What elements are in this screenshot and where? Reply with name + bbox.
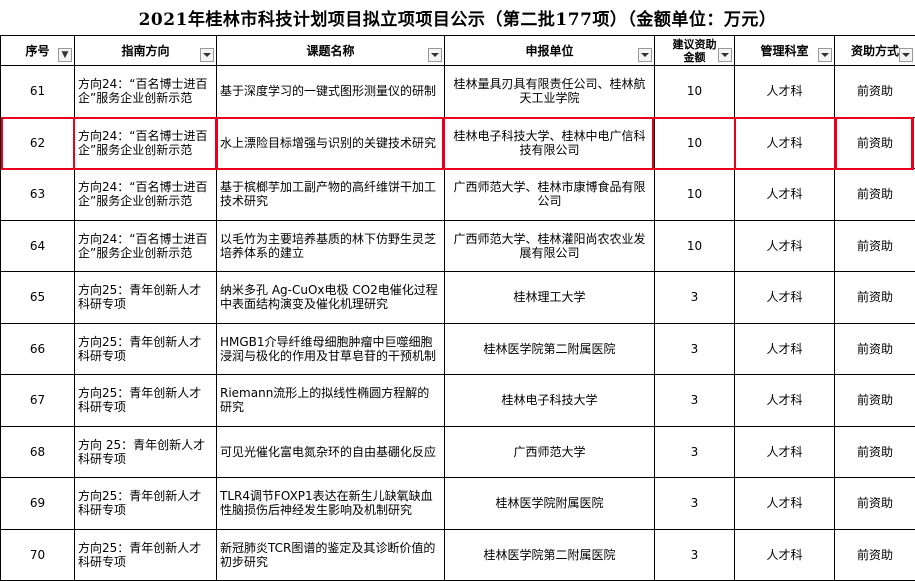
dropdown-arrow-icon[interactable] xyxy=(818,48,832,62)
cell-seq[interactable]: 69 xyxy=(1,478,75,530)
filter-funnel-icon[interactable]: ▼ xyxy=(58,48,72,62)
cell-dept[interactable]: 人才科 xyxy=(735,478,835,530)
cell-amount[interactable]: 10 xyxy=(655,66,735,118)
cell-direction[interactable]: 方向25：青年创新人才科研专项 xyxy=(75,323,217,375)
cell-topic[interactable]: 基于深度学习的一键式图形测量仪的研制 xyxy=(217,66,445,118)
cell-mode[interactable]: 前资助 xyxy=(835,169,915,221)
cell-topic[interactable]: Riemann流形上的拟线性椭圆方程解的研究 xyxy=(217,375,445,427)
dropdown-arrow-icon[interactable] xyxy=(428,48,442,62)
cell-direction[interactable]: 方向25：青年创新人才科研专项 xyxy=(75,375,217,427)
cell-direction[interactable]: 方向25：青年创新人才科研专项 xyxy=(75,529,217,581)
cell-amount[interactable]: 3 xyxy=(655,478,735,530)
header-row: 序号 ▼ 指南方向 课题名称 申报单位 建议资助金额 管理科室 xyxy=(1,36,915,66)
cell-seq[interactable]: 70 xyxy=(1,529,75,581)
cell-topic[interactable]: 纳米多孔 Ag-CuOx电极 CO2电催化过程中表面结构演变及催化机理研究 xyxy=(217,272,445,324)
cell-dept[interactable]: 人才科 xyxy=(735,529,835,581)
cell-direction[interactable]: 方向25：青年创新人才科研专项 xyxy=(75,272,217,324)
cell-topic[interactable]: TLR4调节FOXP1表达在新生儿缺氧缺血性脑损伤后神经发生影响及机制研究 xyxy=(217,478,445,530)
cell-mode[interactable]: 前资助 xyxy=(835,375,915,427)
cell-seq[interactable]: 68 xyxy=(1,426,75,478)
cell-dept[interactable]: 人才科 xyxy=(735,220,835,272)
cell-unit[interactable]: 桂林理工大学 xyxy=(445,272,655,324)
cell-mode[interactable]: 前资助 xyxy=(835,272,915,324)
cell-mode[interactable]: 前资助 xyxy=(835,117,915,169)
cell-seq[interactable]: 65 xyxy=(1,272,75,324)
header-seq: 序号 ▼ xyxy=(1,36,75,66)
cell-topic[interactable]: 新冠肺炎TCR图谱的鉴定及其诊断价值的初步研究 xyxy=(217,529,445,581)
dropdown-arrow-icon[interactable] xyxy=(200,48,214,62)
cell-dept[interactable]: 人才科 xyxy=(735,375,835,427)
cell-direction[interactable]: 方向24：“百名博士进百企”服务企业创新示范 xyxy=(75,117,217,169)
cell-topic[interactable]: 基于槟榔芋加工副产物的高纤维饼干加工技术研究 xyxy=(217,169,445,221)
cell-amount[interactable]: 10 xyxy=(655,117,735,169)
cell-amount[interactable]: 3 xyxy=(655,272,735,324)
cell-amount[interactable]: 3 xyxy=(655,323,735,375)
cell-unit[interactable]: 桂林医学院第二附属医院 xyxy=(445,529,655,581)
cell-unit[interactable]: 广西师范大学 xyxy=(445,426,655,478)
project-table: 序号 ▼ 指南方向 课题名称 申报单位 建议资助金额 管理科室 xyxy=(0,35,915,581)
cell-unit[interactable]: 桂林电子科技大学、桂林中电广信科技有限公司 xyxy=(445,117,655,169)
cell-dept[interactable]: 人才科 xyxy=(735,169,835,221)
header-topic: 课题名称 xyxy=(217,36,445,66)
cell-direction[interactable]: 方向25：青年创新人才科研专项 xyxy=(75,478,217,530)
cell-unit[interactable]: 桂林量具刃具有限责任公司、桂林航天工业学院 xyxy=(445,66,655,118)
cell-mode[interactable]: 前资助 xyxy=(835,478,915,530)
header-direction: 指南方向 xyxy=(75,36,217,66)
cell-dept[interactable]: 人才科 xyxy=(735,66,835,118)
cell-dept[interactable]: 人才科 xyxy=(735,426,835,478)
cell-amount[interactable]: 10 xyxy=(655,220,735,272)
cell-direction[interactable]: 方向24：“百名博士进百企”服务企业创新示范 xyxy=(75,220,217,272)
cell-mode[interactable]: 前资助 xyxy=(835,529,915,581)
cell-dept[interactable]: 人才科 xyxy=(735,272,835,324)
cell-direction[interactable]: 方向24：“百名博士进百企”服务企业创新示范 xyxy=(75,169,217,221)
cell-seq[interactable]: 61 xyxy=(1,66,75,118)
cell-mode[interactable]: 前资助 xyxy=(835,426,915,478)
dropdown-arrow-icon[interactable] xyxy=(718,48,732,62)
cell-direction[interactable]: 方向 25：青年创新人才科研专项 xyxy=(75,426,217,478)
cell-topic[interactable]: 以毛竹为主要培养基质的林下仿野生灵芝培养体系的建立 xyxy=(217,220,445,272)
cell-unit[interactable]: 桂林医学院第二附属医院 xyxy=(445,323,655,375)
cell-unit[interactable]: 广西师范大学、桂林市康博食品有限公司 xyxy=(445,169,655,221)
cell-unit[interactable]: 桂林电子科技大学 xyxy=(445,375,655,427)
cell-dept[interactable]: 人才科 xyxy=(735,117,835,169)
cell-topic[interactable]: HMGB1介导纤维母细胞肿瘤中巨噬细胞浸润与极化的作用及甘草皂苷的干预机制 xyxy=(217,323,445,375)
cell-amount[interactable]: 10 xyxy=(655,169,735,221)
cell-dept[interactable]: 人才科 xyxy=(735,323,835,375)
cell-mode[interactable]: 前资助 xyxy=(835,323,915,375)
cell-topic[interactable]: 水上漂险目标增强与识别的关键技术研究 xyxy=(217,117,445,169)
cell-direction[interactable]: 方向24：“百名博士进百企”服务企业创新示范 xyxy=(75,66,217,118)
cell-topic[interactable]: 可见光催化富电氮杂环的自由基硼化反应 xyxy=(217,426,445,478)
page-title: 2021年桂林市科技计划项目拟立项项目公示（第二批177项）（金额单位：万元） xyxy=(0,0,915,35)
cell-unit[interactable]: 广西师范大学、桂林灌阳尚农农业发展有限公司 xyxy=(445,220,655,272)
cell-amount[interactable]: 3 xyxy=(655,529,735,581)
cell-seq[interactable]: 63 xyxy=(1,169,75,221)
cell-seq[interactable]: 64 xyxy=(1,220,75,272)
cell-amount[interactable]: 3 xyxy=(655,426,735,478)
cell-seq[interactable]: 62 xyxy=(1,117,75,169)
cell-amount[interactable]: 3 xyxy=(655,375,735,427)
cell-unit[interactable]: 桂林医学院附属医院 xyxy=(445,478,655,530)
cell-mode[interactable]: 前资助 xyxy=(835,220,915,272)
cell-seq[interactable]: 66 xyxy=(1,323,75,375)
header-dept: 管理科室 xyxy=(735,36,835,66)
dropdown-arrow-icon[interactable] xyxy=(899,48,913,62)
cell-mode[interactable]: 前资助 xyxy=(835,66,915,118)
dropdown-arrow-icon[interactable] xyxy=(638,48,652,62)
header-amount: 建议资助金额 xyxy=(655,36,735,66)
cell-seq[interactable]: 67 xyxy=(1,375,75,427)
header-unit: 申报单位 xyxy=(445,36,655,66)
header-mode: 资助方式 xyxy=(835,36,915,66)
